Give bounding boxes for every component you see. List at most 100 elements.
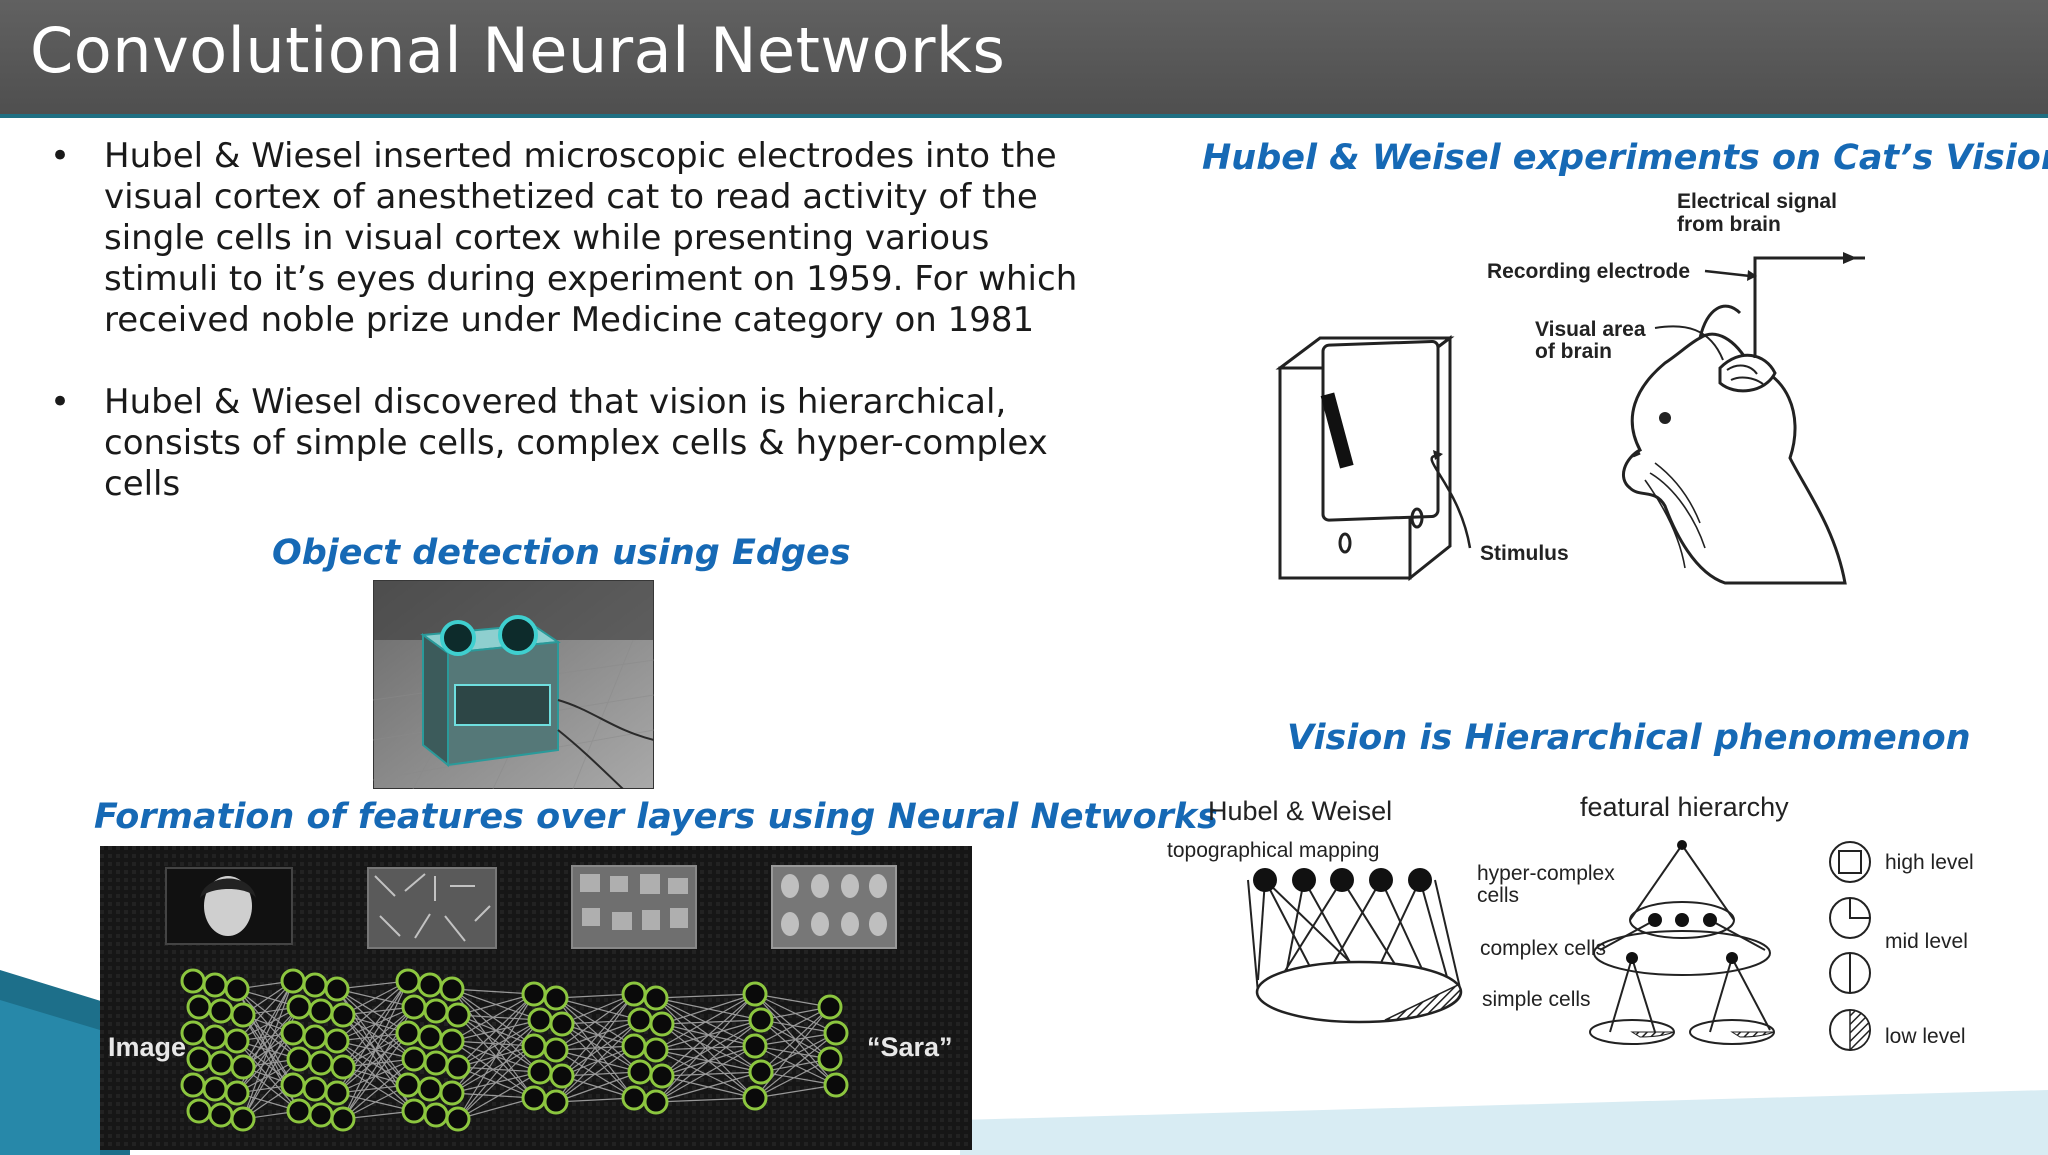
nn-neuron bbox=[224, 1028, 250, 1054]
nn-neuron bbox=[230, 1002, 256, 1028]
nn-connection bbox=[561, 1019, 641, 1025]
neural-network-figure: Image “Sara” bbox=[100, 846, 972, 1150]
nn-connection bbox=[655, 1045, 756, 1103]
nn-connection bbox=[655, 993, 756, 1103]
nn-connection bbox=[754, 1006, 831, 1099]
legend-low-level: low level bbox=[1885, 1025, 1966, 1048]
nn-neuron bbox=[649, 1063, 675, 1089]
nn-neuron bbox=[224, 1080, 250, 1106]
nn-neuron bbox=[286, 994, 312, 1020]
bullet-list: • Hubel & Wiesel inserted microscopic el… bbox=[50, 136, 1080, 546]
nn-neuron bbox=[748, 1059, 774, 1085]
nn-connection bbox=[555, 1045, 635, 1103]
nn-neuron bbox=[308, 998, 334, 1024]
hierarchy-level-hypercomplex-line2: cells bbox=[1477, 884, 1519, 907]
nn-neuron bbox=[395, 1072, 421, 1098]
nn-neuron bbox=[308, 1102, 334, 1128]
nn-neuron bbox=[439, 1080, 465, 1106]
nn-neuron bbox=[643, 985, 669, 1011]
nn-neuron bbox=[230, 1106, 256, 1132]
nn-connection bbox=[555, 1097, 635, 1103]
edge-detection-photo bbox=[373, 580, 654, 789]
nn-neuron bbox=[742, 1085, 768, 1111]
nn-neuron bbox=[643, 1089, 669, 1115]
nn-connection bbox=[457, 1045, 535, 1120]
nn-connection bbox=[457, 993, 535, 1068]
slide-title: Convolutional Neural Networks bbox=[30, 14, 1006, 87]
nn-connection bbox=[236, 1032, 294, 1094]
nn-connection bbox=[242, 1006, 300, 1068]
label-visual-area: Visual area bbox=[1535, 318, 1646, 341]
nn-connection bbox=[457, 1071, 541, 1120]
bullet-symbol: • bbox=[50, 136, 71, 176]
nn-neuron bbox=[302, 972, 328, 998]
nn-neuron bbox=[527, 1059, 553, 1085]
nn-neuron bbox=[527, 1007, 553, 1033]
nn-connection bbox=[236, 980, 294, 1042]
nn-neuron bbox=[621, 1085, 647, 1111]
bullet-text: Hubel & Wiesel inserted microscopic elec… bbox=[104, 136, 1078, 340]
nn-connection bbox=[242, 1058, 300, 1120]
label-visual-area-line2: of brain bbox=[1535, 340, 1612, 363]
hierarchy-left-subtitle: topographical mapping bbox=[1167, 839, 1379, 862]
nn-connection bbox=[451, 1092, 535, 1099]
nn-neuron bbox=[817, 994, 843, 1020]
nn-neuron bbox=[202, 1024, 228, 1050]
nn-connection bbox=[561, 993, 635, 1025]
hierarchy-left-title: Hubel & Weisel bbox=[1208, 796, 1392, 826]
nn-neuron bbox=[643, 1037, 669, 1063]
nn-neuron bbox=[817, 1046, 843, 1072]
title-bar: Convolutional Neural Networks bbox=[0, 0, 2048, 118]
nn-neuron bbox=[417, 1076, 443, 1102]
nn-connection bbox=[661, 993, 756, 1025]
nn-connection bbox=[342, 980, 409, 1068]
nn-connection bbox=[342, 1058, 415, 1120]
nn-connection bbox=[754, 1006, 831, 1047]
bullet-item: • Hubel & Wiesel discovered that vision … bbox=[50, 382, 1080, 505]
nn-neuron bbox=[621, 981, 647, 1007]
nn-neuron bbox=[280, 1020, 306, 1046]
nn-neuron bbox=[445, 1002, 471, 1028]
nn-neuron bbox=[543, 985, 569, 1011]
caption-object-detection: Object detection using Edges bbox=[272, 533, 851, 573]
nn-connection bbox=[760, 1006, 831, 1073]
nn-neuron bbox=[417, 972, 443, 998]
hierarchy-level-simple: simple cells bbox=[1482, 988, 1591, 1011]
nn-neuron bbox=[180, 968, 206, 994]
nn-neuron bbox=[302, 1024, 328, 1050]
nn-neuron bbox=[549, 1011, 575, 1037]
nn-neuron bbox=[280, 1072, 306, 1098]
label-electrical-signal: Electrical signal bbox=[1677, 190, 1837, 213]
nn-neuron bbox=[186, 1098, 212, 1124]
nn-connection bbox=[242, 980, 294, 1068]
nn-connection bbox=[342, 1006, 415, 1068]
nn-connection bbox=[760, 1019, 837, 1034]
nn-neuron bbox=[224, 976, 250, 1002]
nn-neuron bbox=[423, 998, 449, 1024]
nn-output-label: “Sara” bbox=[867, 1032, 953, 1062]
hierarchy-level-hypercomplex: hyper-complex bbox=[1477, 862, 1615, 885]
nn-neuron bbox=[401, 1046, 427, 1072]
nn-neuron bbox=[401, 994, 427, 1020]
nn-connection bbox=[760, 1071, 837, 1086]
nn-connection bbox=[342, 1032, 409, 1120]
nn-connection bbox=[661, 1071, 762, 1077]
nn-connection bbox=[242, 1032, 294, 1120]
nn-neuron bbox=[302, 1076, 328, 1102]
nn-neuron bbox=[423, 1050, 449, 1076]
nn-connection bbox=[342, 980, 409, 1120]
nn-neuron bbox=[742, 981, 768, 1007]
nn-neuron bbox=[180, 1072, 206, 1098]
nn-neuron bbox=[549, 1063, 575, 1089]
nn-neuron bbox=[280, 968, 306, 994]
nn-neuron bbox=[230, 1054, 256, 1080]
nn-neuron bbox=[823, 1072, 849, 1098]
nn-connection bbox=[561, 993, 635, 1077]
nn-neuron bbox=[330, 1106, 356, 1132]
nn-neuron bbox=[186, 1046, 212, 1072]
nn-connection bbox=[754, 1058, 831, 1099]
nn-neuron bbox=[202, 1076, 228, 1102]
nn-neuron bbox=[621, 1033, 647, 1059]
nn-connection bbox=[555, 993, 635, 999]
nn-connection bbox=[457, 1097, 535, 1120]
